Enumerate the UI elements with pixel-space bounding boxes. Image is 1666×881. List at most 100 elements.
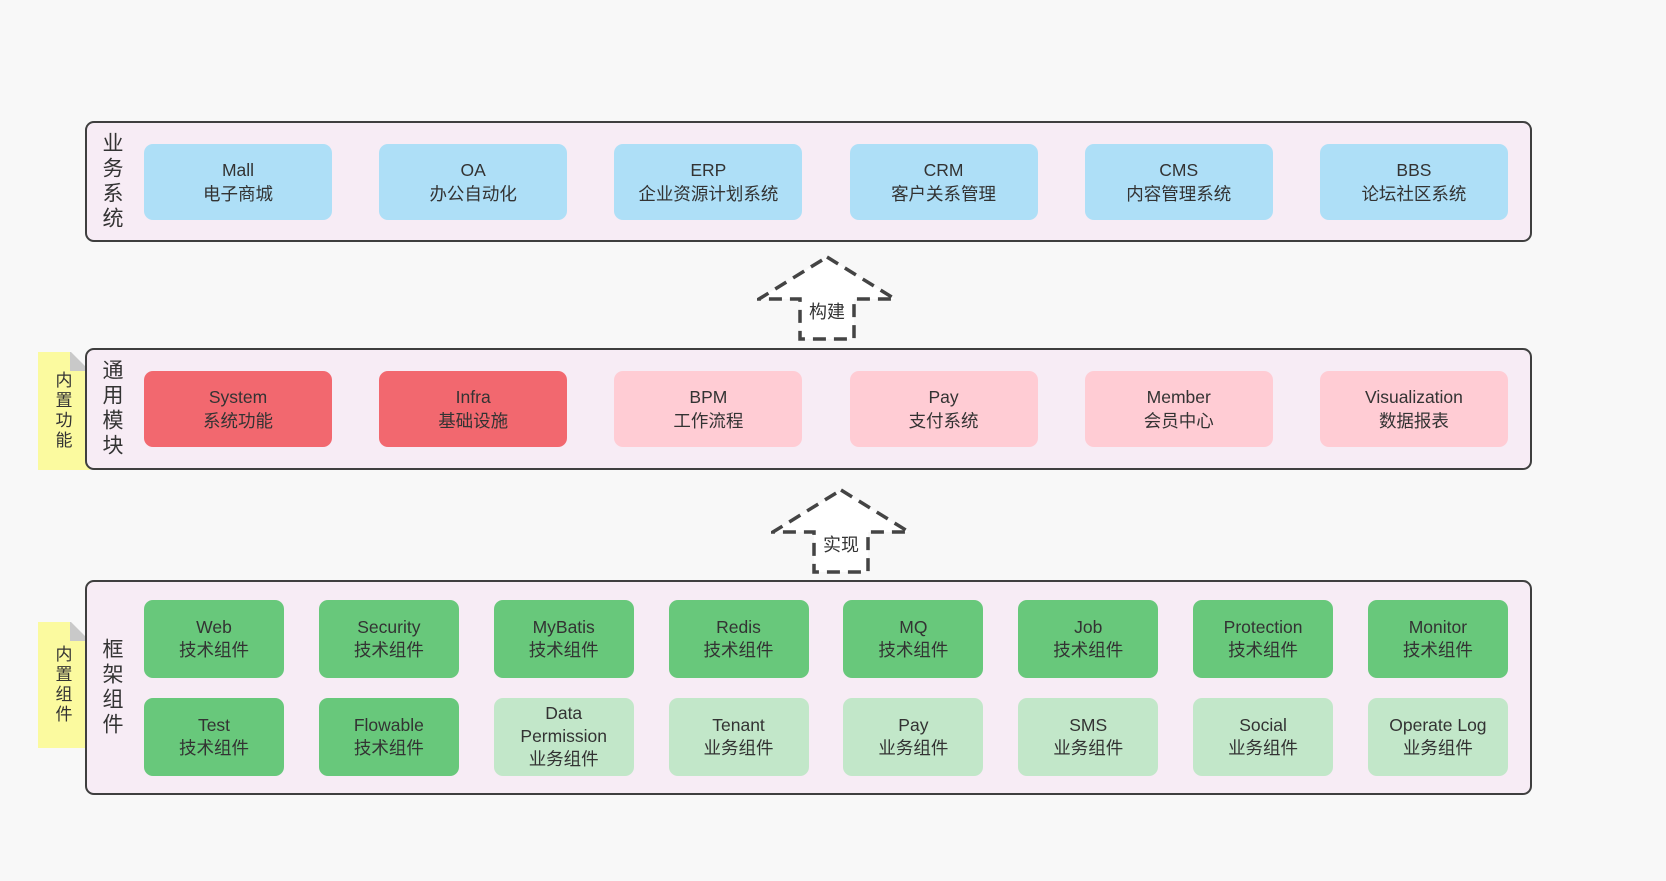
implement-arrow-label: 实现 bbox=[823, 535, 859, 555]
box-mall: Mall 电子商城 bbox=[144, 143, 332, 220]
box-system-en: System bbox=[208, 387, 268, 407]
box-tenant-zh: 业务组件 bbox=[703, 737, 774, 758]
common-modules-title: 通用模块 bbox=[100, 359, 123, 459]
box-member-zh: 会员中心 bbox=[1143, 411, 1214, 431]
box-tenant-en: Tenant bbox=[712, 714, 765, 735]
business-systems-boxes: Mall 电子商城 OA 办公自动化 ERP 企业资源计划系统 CRM 客户关系… bbox=[144, 143, 1508, 220]
box-bbs-zh: 论坛社区系统 bbox=[1361, 183, 1467, 204]
box-pay-module-zh: 支付系统 bbox=[908, 411, 979, 431]
box-member-en: Member bbox=[1146, 387, 1211, 407]
common-modules-boxes: System 系统功能 Infra 基础设施 BPM 工作流程 Pay 支付系统… bbox=[144, 371, 1508, 447]
box-mq: MQ 技术组件 bbox=[843, 599, 984, 678]
box-cms: CMS 内容管理系统 bbox=[1084, 143, 1273, 220]
box-pay-component: Pay 业务组件 bbox=[843, 697, 984, 776]
box-infra: Infra 基础设施 bbox=[379, 371, 568, 447]
box-pay-module-en: Pay bbox=[928, 387, 959, 407]
box-redis: Redis 技术组件 bbox=[668, 599, 809, 678]
box-sms-en: SMS bbox=[1069, 714, 1108, 735]
sticky-builtin-components: 内置组件 bbox=[38, 622, 90, 748]
framework-components-title: 框架组件 bbox=[100, 637, 123, 738]
box-mq-en: MQ bbox=[899, 616, 928, 637]
box-cms-en: CMS bbox=[1159, 159, 1199, 180]
box-redis-zh: 技术组件 bbox=[703, 639, 774, 660]
box-pay-module: Pay 支付系统 bbox=[849, 371, 1038, 447]
box-social-en: Social bbox=[1239, 714, 1287, 735]
implement-arrow: 实现 bbox=[771, 487, 911, 574]
box-crm-en: CRM bbox=[923, 159, 964, 180]
box-mall-en: Mall bbox=[221, 159, 255, 180]
box-social: Social 业务组件 bbox=[1193, 697, 1334, 776]
box-erp-zh: 企业资源计划系统 bbox=[638, 183, 779, 204]
box-mybatis: MyBatis 技术组件 bbox=[493, 599, 634, 678]
box-system-zh: 系统功能 bbox=[203, 411, 273, 431]
box-pay-component-en: Pay bbox=[898, 714, 929, 735]
box-erp: ERP 企业资源计划系统 bbox=[614, 143, 803, 220]
box-bbs-en: BBS bbox=[1396, 159, 1432, 180]
box-crm: CRM 客户关系管理 bbox=[849, 143, 1038, 220]
box-web-zh: 技术组件 bbox=[179, 639, 249, 660]
box-flowable-zh: 技术组件 bbox=[353, 737, 424, 758]
box-security: Security 技术组件 bbox=[318, 599, 459, 678]
box-monitor-en: Monitor bbox=[1408, 616, 1468, 637]
box-infra-zh: 基础设施 bbox=[438, 411, 509, 431]
box-visualization-zh: 数据报表 bbox=[1378, 411, 1449, 431]
box-job: Job 技术组件 bbox=[1018, 599, 1159, 678]
framework-row-2: Test 技术组件 Flowable 技术组件 Data Permission … bbox=[144, 697, 1508, 776]
build-arrow: 构建 bbox=[757, 254, 897, 341]
box-protection: Protection 技术组件 bbox=[1193, 599, 1334, 678]
box-web-en: Web bbox=[196, 616, 232, 637]
common-modules-panel: 通用模块 System 系统功能 Infra 基础设施 BPM 工作流程 Pay… bbox=[85, 348, 1532, 470]
box-data-permission-zh: 业务组件 bbox=[528, 749, 599, 769]
box-protection-zh: 技术组件 bbox=[1228, 639, 1299, 660]
framework-row-1: Web 技术组件 Security 技术组件 MyBatis 技术组件 Redi… bbox=[144, 599, 1508, 678]
box-visualization: Visualization 数据报表 bbox=[1319, 371, 1508, 447]
sticky-builtin-components-label: 内置组件 bbox=[52, 645, 72, 725]
business-systems-panel: 业务系统 Mall 电子商城 OA 办公自动化 ERP 企业资源计划系统 CRM… bbox=[85, 121, 1532, 242]
sticky-builtin-features-label: 内置功能 bbox=[52, 371, 72, 451]
box-member: Member 会员中心 bbox=[1084, 371, 1273, 447]
box-test: Test 技术组件 bbox=[144, 697, 284, 776]
box-web: Web 技术组件 bbox=[144, 599, 284, 678]
sticky-builtin-features: 内置功能 bbox=[38, 352, 90, 470]
box-cms-zh: 内容管理系统 bbox=[1126, 183, 1232, 204]
box-flowable-en: Flowable bbox=[353, 714, 424, 735]
box-bpm-zh: 工作流程 bbox=[673, 411, 744, 431]
box-operate-log: Operate Log 业务组件 bbox=[1367, 697, 1508, 776]
box-mq-zh: 技术组件 bbox=[878, 639, 949, 660]
implement-arrow-shape bbox=[771, 487, 911, 574]
box-mybatis-en: MyBatis bbox=[532, 616, 595, 637]
box-system: System 系统功能 bbox=[144, 371, 332, 447]
framework-components-rows: Web 技术组件 Security 技术组件 MyBatis 技术组件 Redi… bbox=[144, 599, 1508, 776]
box-sms-zh: 业务组件 bbox=[1053, 737, 1124, 758]
box-bpm-en: BPM bbox=[689, 387, 728, 407]
box-redis-en: Redis bbox=[716, 616, 761, 637]
box-crm-zh: 客户关系管理 bbox=[891, 183, 997, 204]
implement-arrow-label-bg bbox=[819, 534, 863, 556]
build-arrow-label: 构建 bbox=[809, 302, 845, 322]
box-test-en: Test bbox=[197, 714, 231, 735]
box-oa: OA 办公自动化 bbox=[379, 143, 568, 220]
box-security-en: Security bbox=[357, 616, 421, 637]
box-data-permission-en: Data Permission bbox=[520, 703, 607, 746]
build-arrow-label-bg bbox=[805, 301, 849, 323]
framework-components-panel: 框架组件 Web 技术组件 Security 技术组件 MyBatis 技术组件… bbox=[85, 580, 1532, 795]
box-monitor-zh: 技术组件 bbox=[1402, 639, 1473, 660]
box-flowable: Flowable 技术组件 bbox=[318, 697, 459, 776]
box-oa-zh: 办公自动化 bbox=[429, 183, 517, 204]
box-data-permission: Data Permission 业务组件 bbox=[493, 697, 634, 776]
business-systems-title: 业务系统 bbox=[100, 131, 123, 232]
box-security-zh: 技术组件 bbox=[353, 639, 424, 660]
box-sms: SMS 业务组件 bbox=[1018, 697, 1159, 776]
box-tenant: Tenant 业务组件 bbox=[668, 697, 809, 776]
box-infra-en: Infra bbox=[455, 387, 491, 407]
box-operate-log-zh: 业务组件 bbox=[1402, 737, 1473, 758]
box-pay-component-zh: 业务组件 bbox=[878, 737, 949, 758]
box-monitor: Monitor 技术组件 bbox=[1367, 599, 1508, 678]
box-job-zh: 技术组件 bbox=[1053, 639, 1124, 660]
box-oa-en: OA bbox=[460, 159, 486, 180]
box-bbs: BBS 论坛社区系统 bbox=[1319, 143, 1508, 220]
box-erp-en: ERP bbox=[690, 159, 727, 180]
box-visualization-en: Visualization bbox=[1364, 387, 1463, 407]
box-mybatis-zh: 技术组件 bbox=[528, 639, 599, 660]
